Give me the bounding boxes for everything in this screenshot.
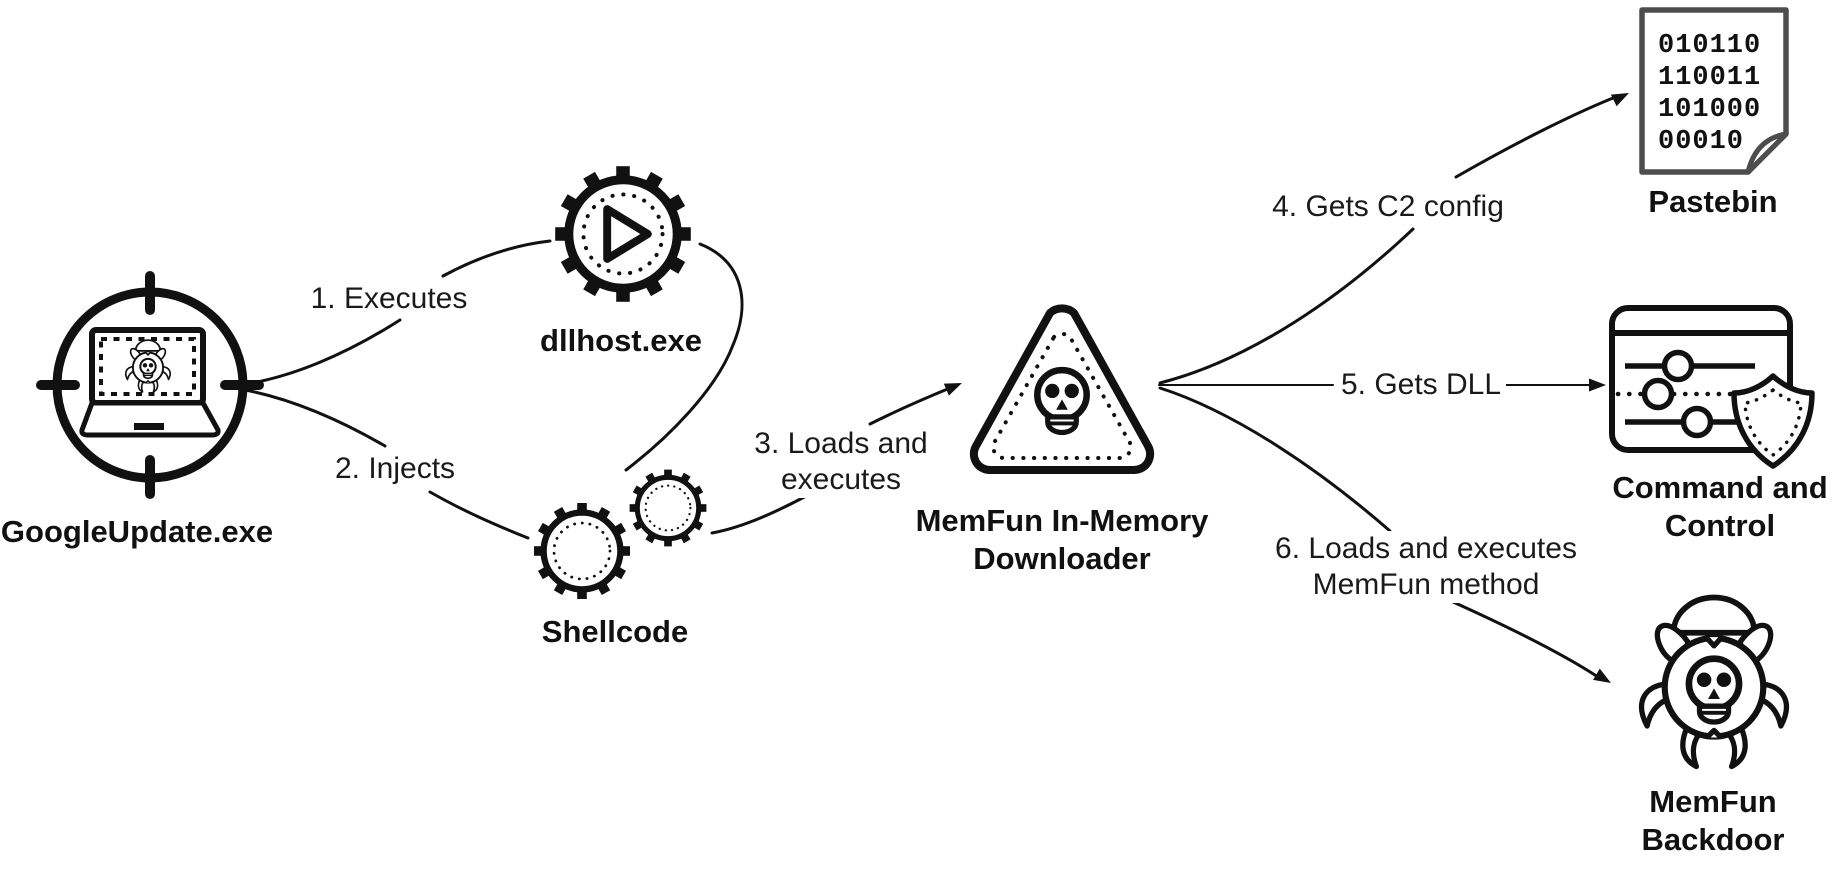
node-label-memfun-backdoor: MemFun Backdoor <box>1641 784 1785 857</box>
binary-line: 010110 <box>1658 31 1761 61</box>
binary-line: 110011 <box>1658 63 1761 93</box>
small-gear <box>630 470 707 547</box>
arrowhead <box>1589 378 1606 392</box>
edge-line-executes-b <box>441 239 552 278</box>
binary-document-icon: 010110 110011 101000 00010 <box>1639 7 1789 175</box>
binary-line: 101000 <box>1658 95 1761 125</box>
control-panel-shield-icon <box>1609 305 1815 469</box>
folded-corner <box>1745 131 1789 175</box>
hazard-triangle-dotted-inner <box>991 332 1133 460</box>
gear-play-icon <box>540 150 710 320</box>
node-label-shellcode: Shellcode <box>541 614 689 649</box>
edge-line-backdoor-a <box>1158 386 1392 533</box>
edge-line-loads-b <box>868 386 952 426</box>
binary-line: 00010 <box>1658 127 1744 157</box>
edge-label-executes: 1. Executes <box>305 281 473 317</box>
crosshair-ticks <box>36 271 264 499</box>
edge-line-backdoor-b <box>1440 595 1600 679</box>
edge-line-loads-a <box>710 492 812 535</box>
arrowhead <box>1610 93 1629 107</box>
edge-line-gear-to-shellcode <box>624 242 744 472</box>
node-label-command-and-control: Command and Control <box>1612 470 1828 543</box>
node-label-dllhost: dllhost.exe <box>540 323 702 358</box>
edge-label-gets-dll: 5. Gets DLL <box>1335 367 1507 403</box>
edge-line-c2config-b <box>1454 94 1620 179</box>
shield-glyph <box>1731 373 1815 469</box>
crosshair-laptop-bug-icon <box>36 271 264 499</box>
large-gear <box>534 503 630 599</box>
edge-label-injects: 2. Injects <box>329 451 461 487</box>
edge-line-injects-a <box>238 387 387 448</box>
edge-line-c2config-a <box>1158 227 1415 385</box>
node-label-pastebin: Pastebin <box>1648 184 1778 219</box>
node-label-googleupdate: GoogleUpdate.exe <box>0 514 274 549</box>
node-label-memfun-downloader: MemFun In-Memory Downloader <box>915 503 1209 576</box>
play-triangle <box>603 205 652 263</box>
double-gears-icon <box>495 438 745 628</box>
edge-line-injects-b <box>428 490 530 540</box>
hazard-triangle-skull-icon <box>969 304 1155 475</box>
edge-label-gets-c2-config: 4. Gets C2 config <box>1267 189 1509 225</box>
arrowhead <box>1593 668 1611 683</box>
spider-skull-icon <box>1608 578 1820 790</box>
edge-label-loads-executes-memfun: 6. Loads and executes MemFun method <box>1270 531 1582 603</box>
arrowheads <box>943 93 1629 683</box>
edge-label-loads-executes: 3. Loads and executes <box>749 426 933 498</box>
arrowhead <box>943 383 962 396</box>
